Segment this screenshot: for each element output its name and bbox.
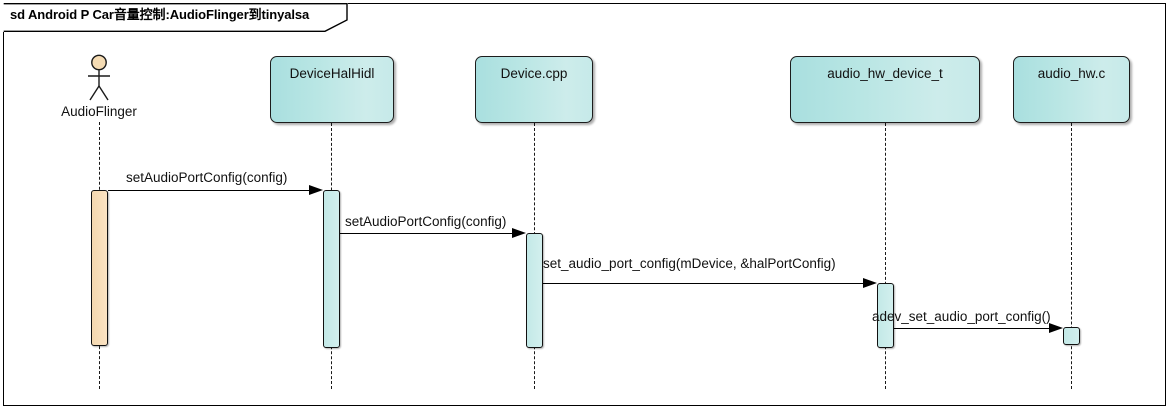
diagram-frame <box>3 3 1166 406</box>
participant-audio-hw-c[interactable]: audio_hw.c <box>1013 56 1130 123</box>
activation-bar-devicehalhidl <box>323 190 340 348</box>
diagram-title: sd Android P Car音量控制:AudioFlinger到tinyal… <box>10 7 310 22</box>
message-label-2: setAudioPortConfig(config) <box>345 214 507 229</box>
actor-stick-figure-icon <box>88 54 110 101</box>
participant-devicecpp[interactable]: Device.cpp <box>475 56 593 123</box>
participant-audio-hw-device-t[interactable]: audio_hw_device_t <box>790 56 980 123</box>
message-arrowhead-4 <box>1049 322 1063 333</box>
activation-bar-devicecpp <box>526 233 543 348</box>
participant-label-devicehalhidl: DeviceHalHidl <box>289 66 375 81</box>
message-label-4: adev_set_audio_port_config() <box>872 309 1051 324</box>
message-line-2 <box>340 233 513 234</box>
activation-bar-audio-hw-device-t <box>877 283 894 348</box>
message-label-1: setAudioPortConfig(config) <box>126 170 288 185</box>
activation-bar-audioflinger <box>91 190 108 346</box>
lifeline-audio-hw-device-t <box>885 123 886 389</box>
message-line-3 <box>543 283 864 284</box>
participant-label-devicecpp: Device.cpp <box>500 66 568 81</box>
actor-audioflinger[interactable] <box>78 53 120 103</box>
message-arrowhead-1 <box>309 184 323 195</box>
participant-label-audio-hw-device-t: audio_hw_device_t <box>827 66 943 81</box>
message-arrowhead-3 <box>863 277 877 288</box>
message-arrowhead-2 <box>512 227 526 238</box>
message-label-3: set_audio_port_config(mDevice, &halPortC… <box>543 256 836 271</box>
activation-bar-audio-hw-c <box>1063 327 1080 345</box>
participant-devicehalhidl[interactable]: DeviceHalHidl <box>270 56 394 123</box>
lifeline-audio-hw-c <box>1071 123 1072 389</box>
message-line-1 <box>108 190 310 191</box>
message-line-4 <box>894 328 1050 329</box>
actor-label-audioflinger: AudioFlinger <box>61 104 137 119</box>
participant-label-audio-hw-c: audio_hw.c <box>1037 66 1106 81</box>
